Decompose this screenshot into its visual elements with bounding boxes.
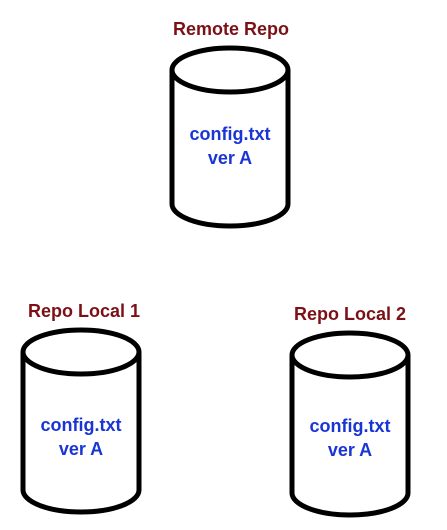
- repo-local-2-database-icon: [289, 330, 411, 518]
- repo-local-1-file-version: ver A: [58, 439, 104, 459]
- repo-local-2-file-name: config.txt: [309, 416, 391, 436]
- remote-repo-file-name: config.txt: [189, 124, 271, 144]
- remote-repo-file-version: ver A: [207, 148, 253, 168]
- remote-repo-label: Remote Repo: [172, 19, 290, 39]
- repo-local-2-label: Repo Local 2: [293, 304, 407, 324]
- repo-local-1-file-name: config.txt: [40, 415, 122, 435]
- repo-local-1-label: Repo Local 1: [27, 301, 141, 321]
- remote-repo-database-icon: [169, 45, 291, 229]
- repo-local-2-file-version: ver A: [327, 440, 373, 460]
- repo-local-1-database-icon: [20, 327, 142, 515]
